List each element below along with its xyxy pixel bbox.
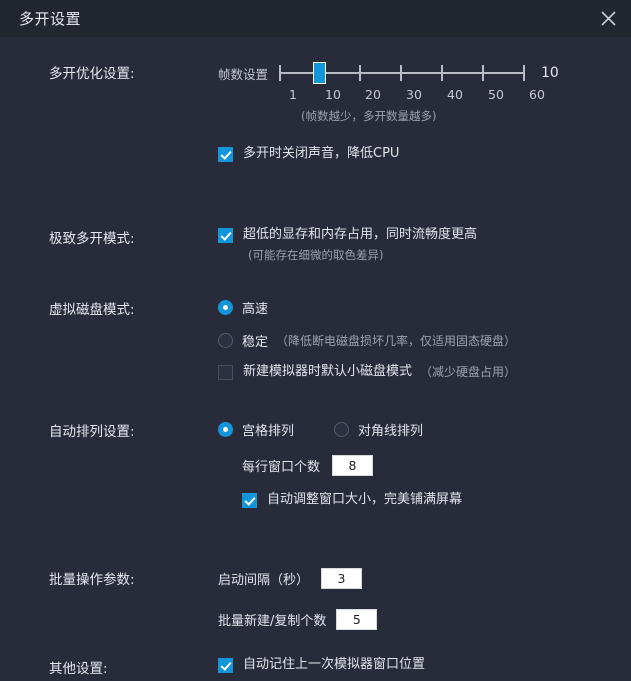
slider-tick-label: 1: [289, 87, 297, 102]
arrange-option-diagonal-radio[interactable]: [334, 422, 350, 437]
fps-slider-label: 帧数设置: [218, 66, 269, 82]
slider-tick-label: 20: [365, 87, 381, 102]
small-disk-checkbox-row[interactable]: 新建模拟器时默认小磁盘模式 （减少硬盘占用）: [218, 364, 631, 380]
slider-tick-label: 10: [325, 87, 341, 102]
disk-option-fast-radio[interactable]: [218, 300, 233, 315]
section-disk-fields: 高速 稳定 （降低断电磁盘损坏几率，仅适用固态硬盘） 新建模拟器时默认小磁盘模式…: [218, 298, 631, 380]
disk-option-stable-label: 稳定: [242, 335, 269, 350]
arrange-option-diagonal-row[interactable]: 对角线排列: [334, 420, 423, 439]
settings-content: 多开优化设置: 帧数设置 10: [0, 37, 631, 681]
arrange-option-diagonal-label: 对角线排列: [358, 424, 424, 439]
window-title: 多开设置: [19, 9, 82, 28]
section-extreme-fields: 超低的显存和内存占用，同时流畅度更高 (可能存在细微的取色差异): [218, 227, 631, 263]
slider-tick: [359, 65, 362, 81]
per-row-field: 每行窗口个数: [242, 455, 631, 476]
disk-option-stable-radio[interactable]: [218, 333, 233, 348]
per-row-label: 每行窗口个数: [242, 460, 321, 475]
start-interval-input[interactable]: [321, 568, 363, 589]
fps-slider-value: 10: [541, 65, 559, 81]
batch-count-input[interactable]: [336, 609, 378, 630]
disk-option-stable-note: （降低断电磁盘损坏几率，仅适用固态硬盘）: [276, 334, 517, 348]
section-batch-label: 批量操作参数:: [49, 572, 135, 588]
slider-tick: [400, 65, 403, 81]
per-row-input[interactable]: [332, 455, 374, 476]
slider-tick: [441, 65, 444, 81]
slider-tick-label: 50: [488, 87, 504, 102]
section-extreme: 极致多开模式: 超低的显存和内存占用，同时流畅度更高 (可能存在细微的取色差异): [0, 227, 631, 263]
remember-position-checkbox-label: 自动记住上一次模拟器窗口位置: [243, 657, 426, 672]
fps-slider-hint: (帧数越少，多开数量越多): [301, 109, 437, 123]
section-optimize-label: 多开优化设置:: [49, 66, 135, 82]
mute-checkbox-row[interactable]: 多开时关闭声音，降低CPU: [218, 146, 631, 162]
disk-option-fast-label: 高速: [242, 302, 269, 317]
slider-tick-labels: 1 10 20 30 40 50 60: [289, 87, 545, 105]
arrange-option-grid-label: 宫格排列: [242, 424, 295, 439]
section-extreme-label: 极致多开模式:: [49, 231, 135, 247]
remember-position-checkbox[interactable]: [218, 658, 233, 673]
arrange-options-row: 宫格排列 对角线排列: [218, 420, 631, 439]
auto-resize-checkbox-label: 自动调整窗口大小，完美铺满屏幕: [267, 492, 463, 507]
section-disk-label: 虚拟磁盘模式:: [49, 302, 135, 318]
mute-checkbox-label: 多开时关闭声音，降低CPU: [243, 146, 400, 161]
start-interval-field: 启动间隔（秒）: [218, 568, 631, 589]
disk-option-stable-row[interactable]: 稳定 （降低断电磁盘损坏几率，仅适用固态硬盘）: [218, 331, 631, 350]
auto-resize-checkbox-row[interactable]: 自动调整窗口大小，完美铺满屏幕: [242, 492, 631, 508]
section-optimize: 多开优化设置: 帧数设置 10: [0, 62, 631, 162]
start-interval-label: 启动间隔（秒）: [218, 573, 310, 588]
section-other-label: 其他设置:: [49, 661, 108, 677]
slider-track: [279, 72, 526, 74]
arrange-option-grid-radio[interactable]: [218, 422, 233, 437]
section-batch-fields: 启动间隔（秒） 批量新建/复制个数: [218, 568, 631, 630]
section-other: 其他设置: 自动记住上一次模拟器窗口位置: [0, 657, 631, 677]
section-other-fields: 自动记住上一次模拟器窗口位置: [218, 657, 631, 677]
slider-handle[interactable]: [313, 62, 327, 84]
auto-resize-checkbox[interactable]: [242, 493, 257, 508]
extreme-checkbox-label: 超低的显存和内存占用，同时流畅度更高: [243, 227, 478, 242]
remember-position-checkbox-row[interactable]: 自动记住上一次模拟器窗口位置: [218, 657, 631, 673]
fps-slider[interactable]: [279, 62, 526, 84]
slider-tick: [523, 65, 526, 81]
arrange-option-grid-row[interactable]: 宫格排列: [218, 420, 294, 439]
slider-tick-label: 40: [447, 87, 463, 102]
close-icon[interactable]: [585, 0, 631, 36]
extreme-checkbox[interactable]: [218, 228, 233, 243]
section-arrange: 自动排列设置: 宫格排列 对角线排列 每行窗口个数: [0, 420, 631, 508]
extreme-note: (可能存在细微的取色差异): [248, 248, 384, 262]
disk-option-fast-row[interactable]: 高速: [218, 298, 631, 317]
section-optimize-fields: 帧数设置 10 1: [218, 62, 631, 162]
mute-checkbox[interactable]: [218, 147, 233, 162]
slider-tick: [482, 65, 485, 81]
slider-tick: [279, 65, 282, 81]
fps-slider-row: 帧数设置 10: [218, 62, 631, 84]
small-disk-checkbox[interactable]: [218, 365, 233, 380]
section-batch: 批量操作参数: 启动间隔（秒） 批量新建/复制个数: [0, 568, 631, 630]
slider-tick-label: 30: [406, 87, 422, 102]
batch-count-label: 批量新建/复制个数: [218, 614, 327, 629]
batch-count-field: 批量新建/复制个数: [218, 609, 631, 630]
slider-tick-label: 60: [529, 87, 545, 102]
section-arrange-label: 自动排列设置:: [49, 424, 135, 440]
small-disk-checkbox-label: 新建模拟器时默认小磁盘模式: [243, 364, 413, 379]
extreme-checkbox-row[interactable]: 超低的显存和内存占用，同时流畅度更高: [218, 227, 631, 243]
section-disk: 虚拟磁盘模式: 高速 稳定 （降低断电磁盘损坏几率，仅适用固态硬盘） 新建模拟器…: [0, 298, 631, 380]
title-bar: 多开设置: [0, 0, 631, 37]
small-disk-checkbox-note: （减少硬盘占用）: [420, 365, 517, 379]
section-arrange-fields: 宫格排列 对角线排列 每行窗口个数 自动调整窗口大小，完美铺满屏幕: [218, 420, 631, 508]
